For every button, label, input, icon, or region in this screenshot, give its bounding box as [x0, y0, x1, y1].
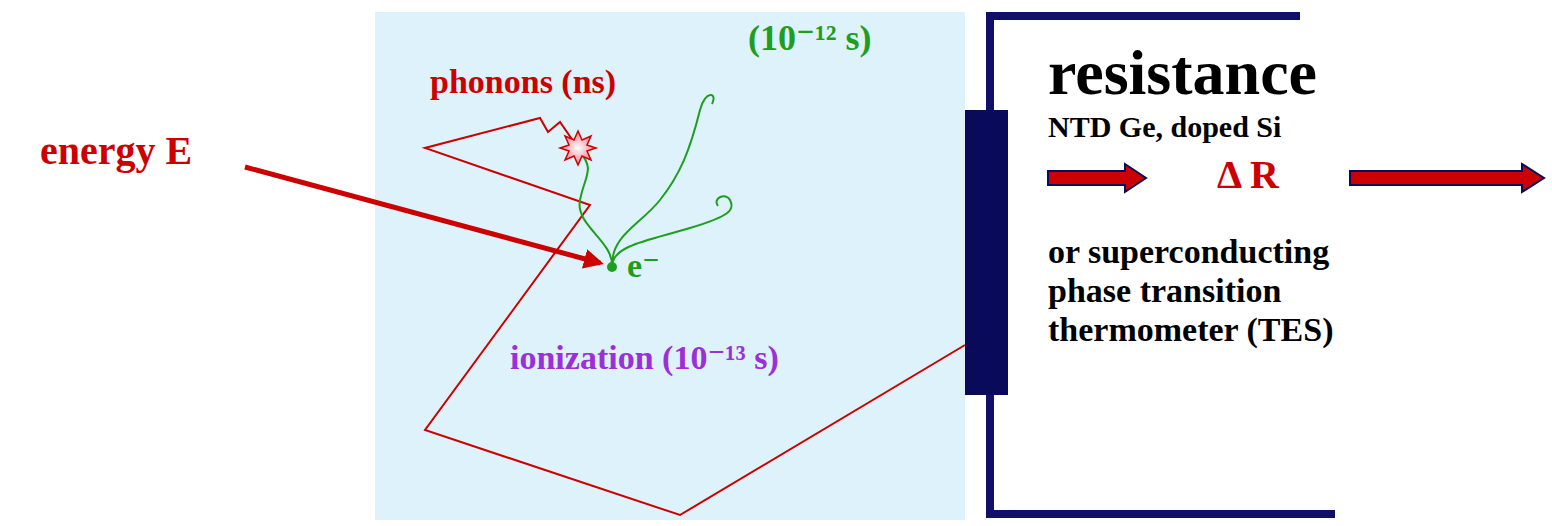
electron-track	[580, 152, 612, 265]
electron-dot	[607, 262, 617, 272]
thermometer-sensor	[965, 110, 1008, 395]
resistance-title: resistance	[1048, 36, 1317, 110]
phonon-label: phonons (ns)	[430, 62, 616, 101]
electron-track	[612, 95, 714, 265]
absorber-crystal: phonons (ns) (10⁻¹² s) e⁻ ionization (10⁻¹³…	[375, 12, 965, 520]
tes-label: or superconducting phase transition ther…	[1048, 232, 1418, 349]
absorber-crystal	[375, 12, 965, 520]
incoming-energy-arrow	[245, 167, 600, 263]
signal-arrow	[1350, 164, 1544, 192]
ionization-label: ionization (10⁻¹³ s)	[510, 338, 779, 377]
electron-label: e⁻	[627, 246, 660, 285]
phonon-path	[425, 118, 965, 515]
delta-r-label: Δ R	[1217, 152, 1279, 198]
signal-arrow	[1048, 164, 1146, 192]
material-label: NTD Ge, doped Si	[1048, 110, 1281, 145]
interaction-burst	[560, 131, 596, 165]
time-label: (10⁻¹² s)	[748, 18, 872, 59]
energy-label: energy E	[40, 128, 192, 174]
